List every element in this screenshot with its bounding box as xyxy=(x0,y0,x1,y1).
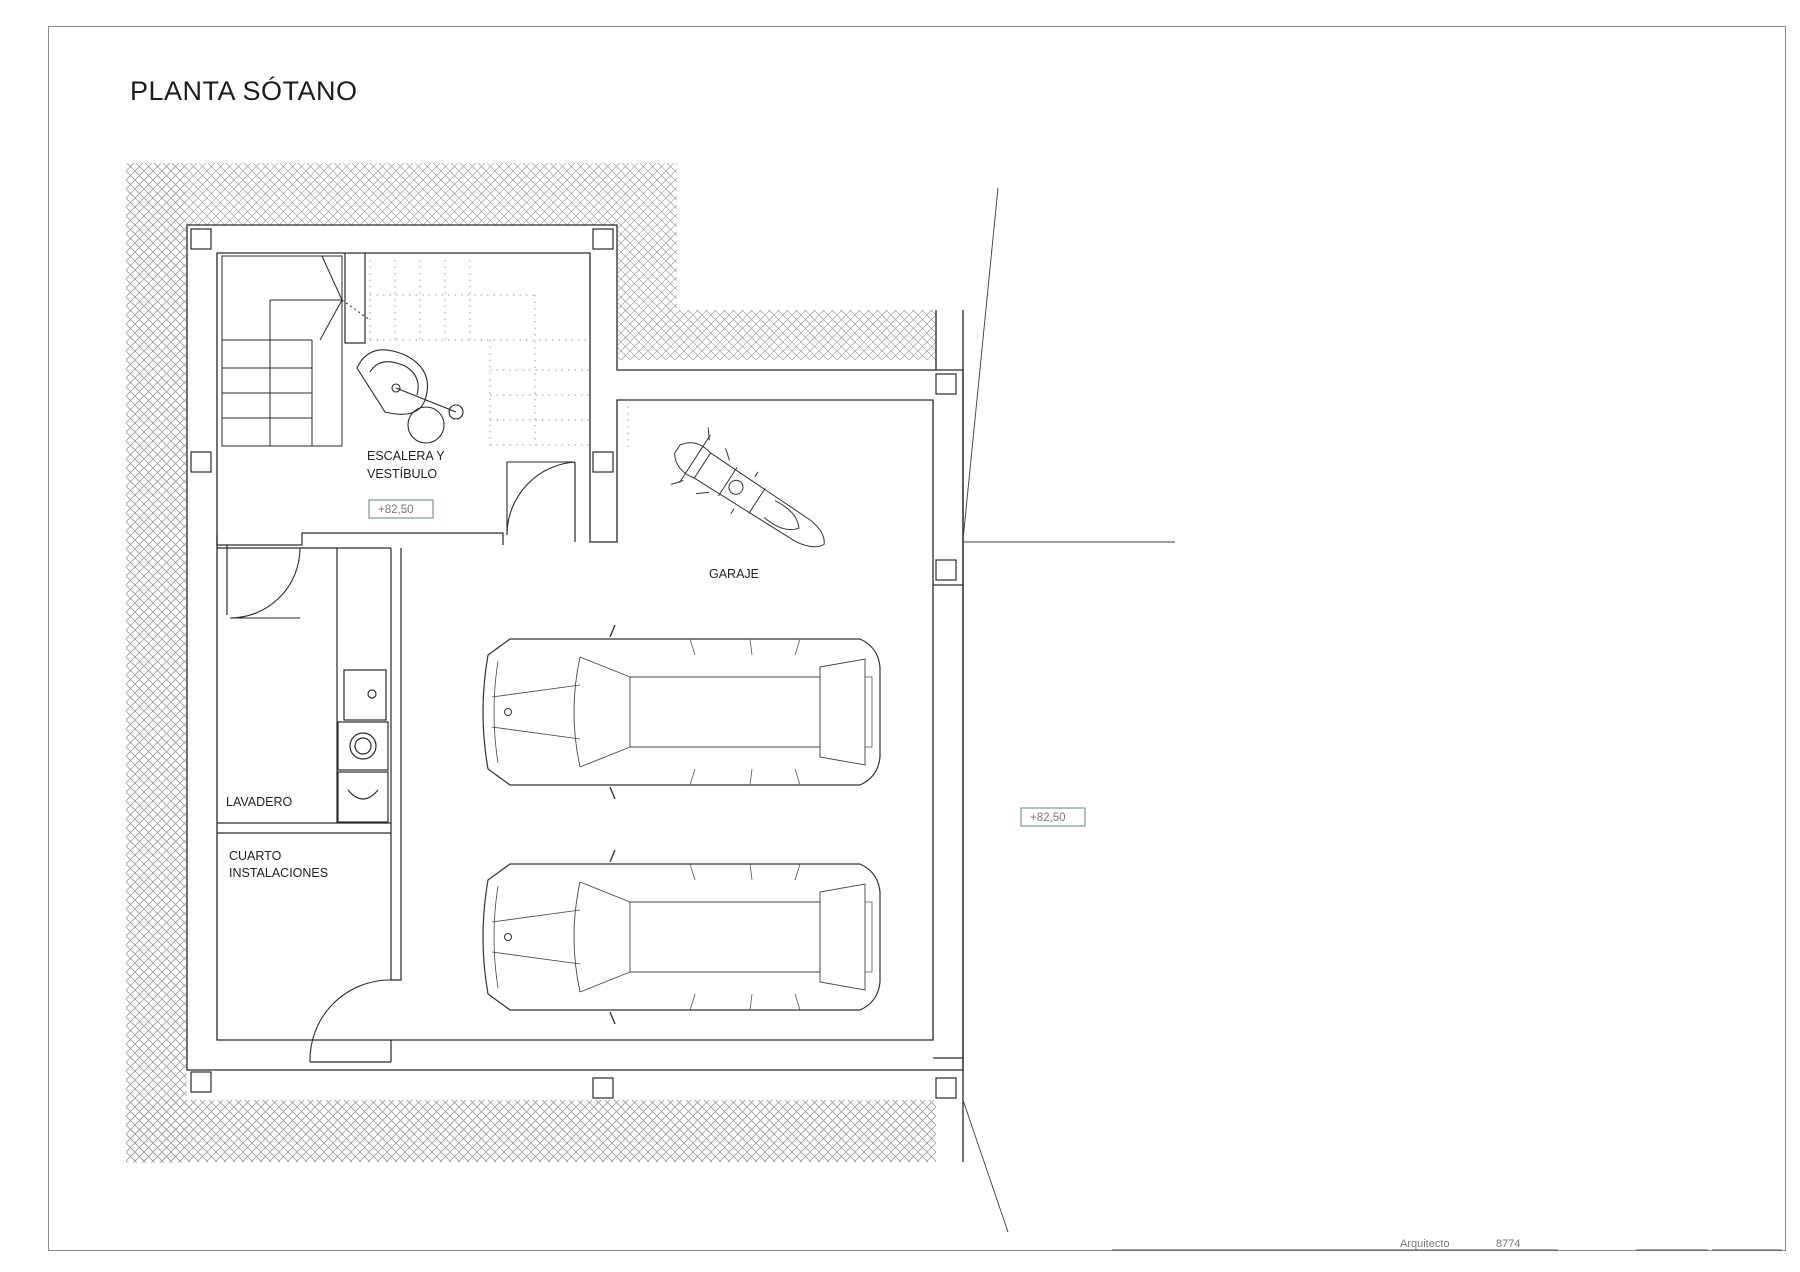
label-utility-line1: CUARTO xyxy=(229,849,282,863)
plan-title: PLANTA SÓTANO xyxy=(130,76,358,106)
interior-walls xyxy=(216,253,576,1063)
staircase xyxy=(221,255,371,447)
armchair xyxy=(356,349,464,444)
level-markers: +82,50 +82,50 xyxy=(368,499,1086,827)
level-exterior: +82,50 xyxy=(1030,812,1066,824)
label-garage: GARAJE xyxy=(709,567,759,581)
footer-architect-label: Arquitecto xyxy=(1400,1238,1450,1250)
footer-number: 8774 xyxy=(1496,1238,1521,1250)
site-boundary-lines xyxy=(962,187,1175,1233)
level-interior: +82,50 xyxy=(378,504,414,516)
sheet-border xyxy=(48,26,1786,1251)
motorcycle xyxy=(670,427,825,548)
label-laundry: LAVADERO xyxy=(226,795,293,809)
label-stair-line1: ESCALERA Y xyxy=(367,449,445,463)
projection-dotted xyxy=(369,260,629,450)
label-utility-line2: INSTALACIONES xyxy=(229,866,328,880)
columns xyxy=(190,228,963,1099)
exterior-walls xyxy=(186,224,964,1162)
room-labels: ESCALERA Y VESTÍBULO GARAJE LAVADERO CUA… xyxy=(226,449,759,880)
label-stair-line2: VESTÍBULO xyxy=(367,466,437,481)
soil-hatching xyxy=(126,163,936,1163)
doors xyxy=(229,461,576,1063)
